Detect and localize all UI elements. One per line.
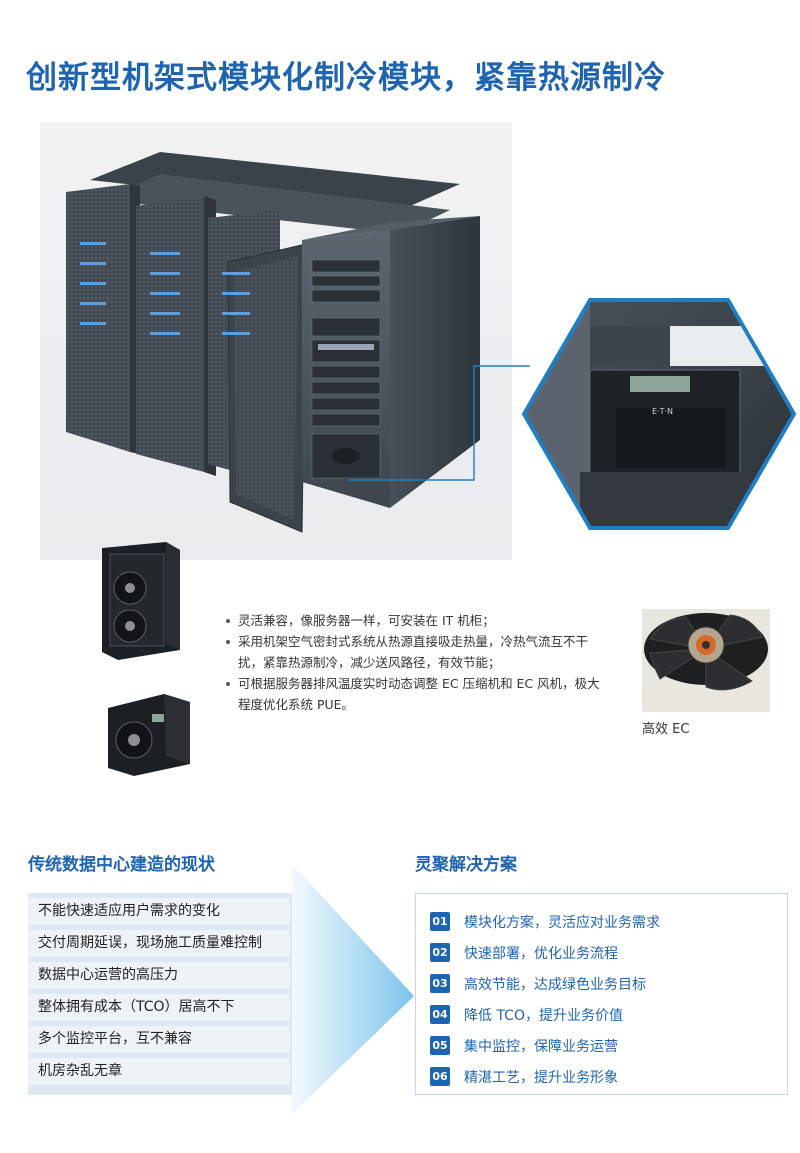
left-section-heading: 传统数据中心建造的现状 <box>28 855 215 875</box>
solution-text: 精湛工艺，提升业务形象 <box>464 1069 618 1086</box>
issue-item: 机房杂乱无章 <box>28 1058 290 1085</box>
page-title: 创新型机架式模块化制冷模块，紧靠热源制冷 <box>26 60 666 96</box>
item-number-badge: 06 <box>430 1067 450 1086</box>
svg-text:E·T·N: E·T·N <box>652 407 673 416</box>
right-panel-background <box>415 893 788 1095</box>
item-number-badge: 03 <box>430 974 450 993</box>
issue-item: 不能快速适应用户需求的变化 <box>28 898 290 925</box>
solution-text: 降低 TCO，提升业务价值 <box>464 1007 623 1024</box>
cooling-module-horizontal-image <box>108 694 190 776</box>
item-number-badge: 04 <box>430 1005 450 1024</box>
solution-item: 05 集中监控，保障业务运营 <box>430 1030 660 1061</box>
item-number-badge: 01 <box>430 912 450 931</box>
solution-item: 03 高效节能，达成绿色业务目标 <box>430 968 660 999</box>
solution-text: 集中监控，保障业务运营 <box>464 1038 618 1055</box>
solution-item: 02 快速部署，优化业务流程 <box>430 937 660 968</box>
issue-item: 多个监控平台，互不兼容 <box>28 1026 290 1053</box>
feature-item: 可根据服务器排风温度实时动态调整 EC 压缩机和 EC 风机，极大程度优化系统 … <box>226 673 606 715</box>
traditional-issues-list: 不能快速适应用户需求的变化 交付周期延误，现场施工质量难控制 数据中心运营的高压… <box>28 898 290 1090</box>
right-section-heading: 灵聚解决方案 <box>415 855 517 875</box>
cooling-module-zoom-image: E·T·N <box>521 298 797 530</box>
server-racks-image <box>66 152 480 533</box>
issue-item: 整体拥有成本（TCO）居高不下 <box>28 994 290 1021</box>
feature-item: 采用机架空气密封式系统从热源直接吸走热量，冷热气流互不干扰，紧靠热源制冷，减少送… <box>226 631 606 673</box>
transition-arrow-icon <box>292 864 414 1114</box>
solution-text: 高效节能，达成绿色业务目标 <box>464 976 646 993</box>
solutions-list: 01 模块化方案，灵活应对业务需求 02 快速部署，优化业务流程 03 高效节能，达成… <box>430 906 660 1092</box>
item-number-badge: 05 <box>430 1036 450 1055</box>
cooling-module-upright-image <box>102 542 180 660</box>
solution-text: 模块化方案，灵活应对业务需求 <box>464 914 660 931</box>
issue-item: 数据中心运营的高压力 <box>28 962 290 989</box>
solution-text: 快速部署，优化业务流程 <box>464 945 618 962</box>
issue-item: 交付周期延误，现场施工质量难控制 <box>28 930 290 957</box>
item-number-badge: 02 <box>430 943 450 962</box>
solution-item: 06 精湛工艺，提升业务形象 <box>430 1061 660 1092</box>
solution-item: 04 降低 TCO，提升业务价值 <box>430 999 660 1030</box>
feature-item: 灵活兼容，像服务器一样，可安装在 IT 机柜； <box>226 610 606 631</box>
solution-item: 01 模块化方案，灵活应对业务需求 <box>430 906 660 937</box>
fan-caption: 高效 EC <box>642 722 690 737</box>
ec-fan-image <box>642 609 770 712</box>
feature-list: 灵活兼容，像服务器一样，可安装在 IT 机柜； 采用机架空气密封式系统从热源直接… <box>226 610 606 715</box>
